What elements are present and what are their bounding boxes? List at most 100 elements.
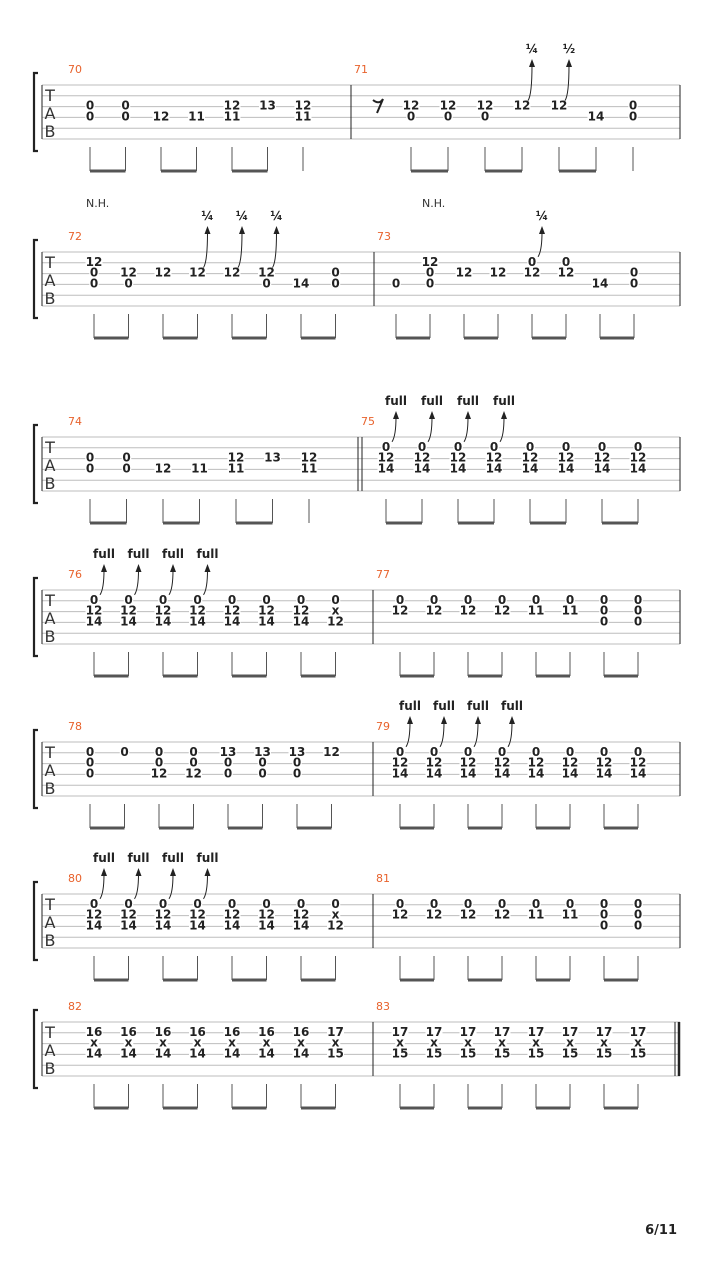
fret-bg (292, 756, 302, 768)
bend-label: full (93, 547, 115, 561)
fret-number: 14 (522, 461, 539, 475)
fret-bg (120, 266, 137, 278)
fret-number: x (228, 1036, 236, 1050)
fret-number: 0 (600, 897, 608, 911)
bend-label: full (197, 851, 219, 865)
fret-bg (395, 1036, 405, 1048)
fret-number: 0 (528, 255, 536, 269)
fret-bg (189, 919, 206, 931)
tab-system: TAB8216x1416x1416x1416x1416x1416x1416x14… (32, 1000, 681, 1110)
fret-bg (395, 593, 405, 605)
fret-bg (476, 99, 494, 111)
bend-curve (473, 721, 479, 748)
bend-curve (564, 64, 570, 101)
fret-number: 14 (558, 461, 575, 475)
fret-bg (85, 919, 103, 931)
fret-bg (223, 615, 241, 627)
fret-number: 12 (596, 756, 613, 770)
fret-number: x (634, 1036, 642, 1050)
bend-curve (203, 231, 208, 268)
fret-bg (633, 440, 643, 452)
fret-bg (330, 277, 341, 289)
bend-curve (134, 873, 139, 900)
fret-bg (425, 266, 435, 278)
fret-number: 14 (588, 109, 605, 123)
fret-number: 14 (293, 1046, 310, 1060)
fret-bg (633, 919, 643, 931)
fret-bg (565, 1036, 575, 1048)
fret-number: 14 (86, 614, 103, 628)
fret-bg (429, 897, 439, 909)
fret-bg (455, 266, 473, 278)
fret-bg (531, 593, 541, 605)
fret-number: 0 (532, 897, 540, 911)
fret-number: 0 (634, 897, 642, 911)
system-bracket (32, 238, 38, 320)
tab-clef-letter: B (45, 1059, 56, 1078)
fret-bg (223, 1047, 241, 1059)
fret-bg (261, 1036, 272, 1048)
fret-number: 12 (224, 908, 241, 922)
fret-bg (121, 451, 132, 463)
fret-number: 0 (444, 109, 452, 123)
fret-number: 14 (293, 276, 310, 290)
fret-number: 0 (224, 756, 232, 770)
fret-number: 0 (155, 756, 163, 770)
fret-number: 0 (407, 109, 415, 123)
tab-system: TAB8001214full01214full01214full01214ful… (32, 851, 681, 982)
fret-number: 14 (189, 614, 206, 628)
fret-number: 13 (220, 745, 237, 759)
fret-number: 0 (124, 276, 132, 290)
fret-number: 12 (224, 604, 241, 618)
fret-number: 12 (189, 604, 206, 618)
fret-bg (593, 451, 611, 463)
fret-bg (489, 440, 499, 452)
fret-bg (123, 897, 134, 909)
fret-number: 0 (331, 266, 339, 280)
fret-number: 0 (498, 897, 506, 911)
fret-bg (531, 897, 541, 909)
bend-arrowhead (465, 411, 471, 419)
fret-bg (565, 897, 575, 909)
fret-number: 0 (121, 109, 129, 123)
fret-number: 14 (528, 766, 545, 780)
fret-bg (296, 593, 306, 605)
fret-number: 14 (494, 766, 511, 780)
tab-clef-letter: B (45, 779, 56, 798)
fret-bg (463, 897, 473, 909)
fret-number: x (430, 1036, 438, 1050)
fret-bg (261, 593, 272, 605)
fret-number: 17 (426, 1025, 443, 1039)
fret-bg (565, 593, 575, 605)
fret-number: 15 (426, 1046, 443, 1060)
fret-number: 12 (258, 908, 275, 922)
fret-bg (85, 451, 95, 463)
fret-number: 12 (120, 604, 137, 618)
fret-bg (557, 266, 575, 278)
fret-bg (599, 604, 609, 616)
fret-number: 12 (155, 266, 172, 280)
fret-number: 0 (193, 897, 201, 911)
fret-bg (633, 897, 643, 909)
fret-number: 0 (562, 255, 570, 269)
bend-curve (507, 721, 513, 748)
bend-arrowhead (566, 59, 572, 67)
system-bracket (32, 1008, 38, 1090)
bend-label: full (162, 851, 184, 865)
fret-number: 0 (122, 451, 130, 465)
fret-number: 14 (378, 461, 395, 475)
fret-bg (120, 99, 131, 111)
fret-number: 12 (450, 451, 467, 465)
fret-number: 14 (414, 461, 431, 475)
fret-bg (227, 1036, 237, 1048)
fret-bg (258, 1025, 275, 1037)
fret-number: 0 (122, 461, 130, 475)
fret-bg (189, 1025, 206, 1037)
measure-number: 77 (376, 568, 390, 581)
fret-number: 0 (86, 99, 94, 113)
fret-bg (292, 277, 310, 289)
bend-arrowhead (475, 716, 481, 724)
fret-number: 12 (258, 266, 275, 280)
fret-bg (154, 615, 172, 627)
fret-number: 12 (494, 908, 511, 922)
